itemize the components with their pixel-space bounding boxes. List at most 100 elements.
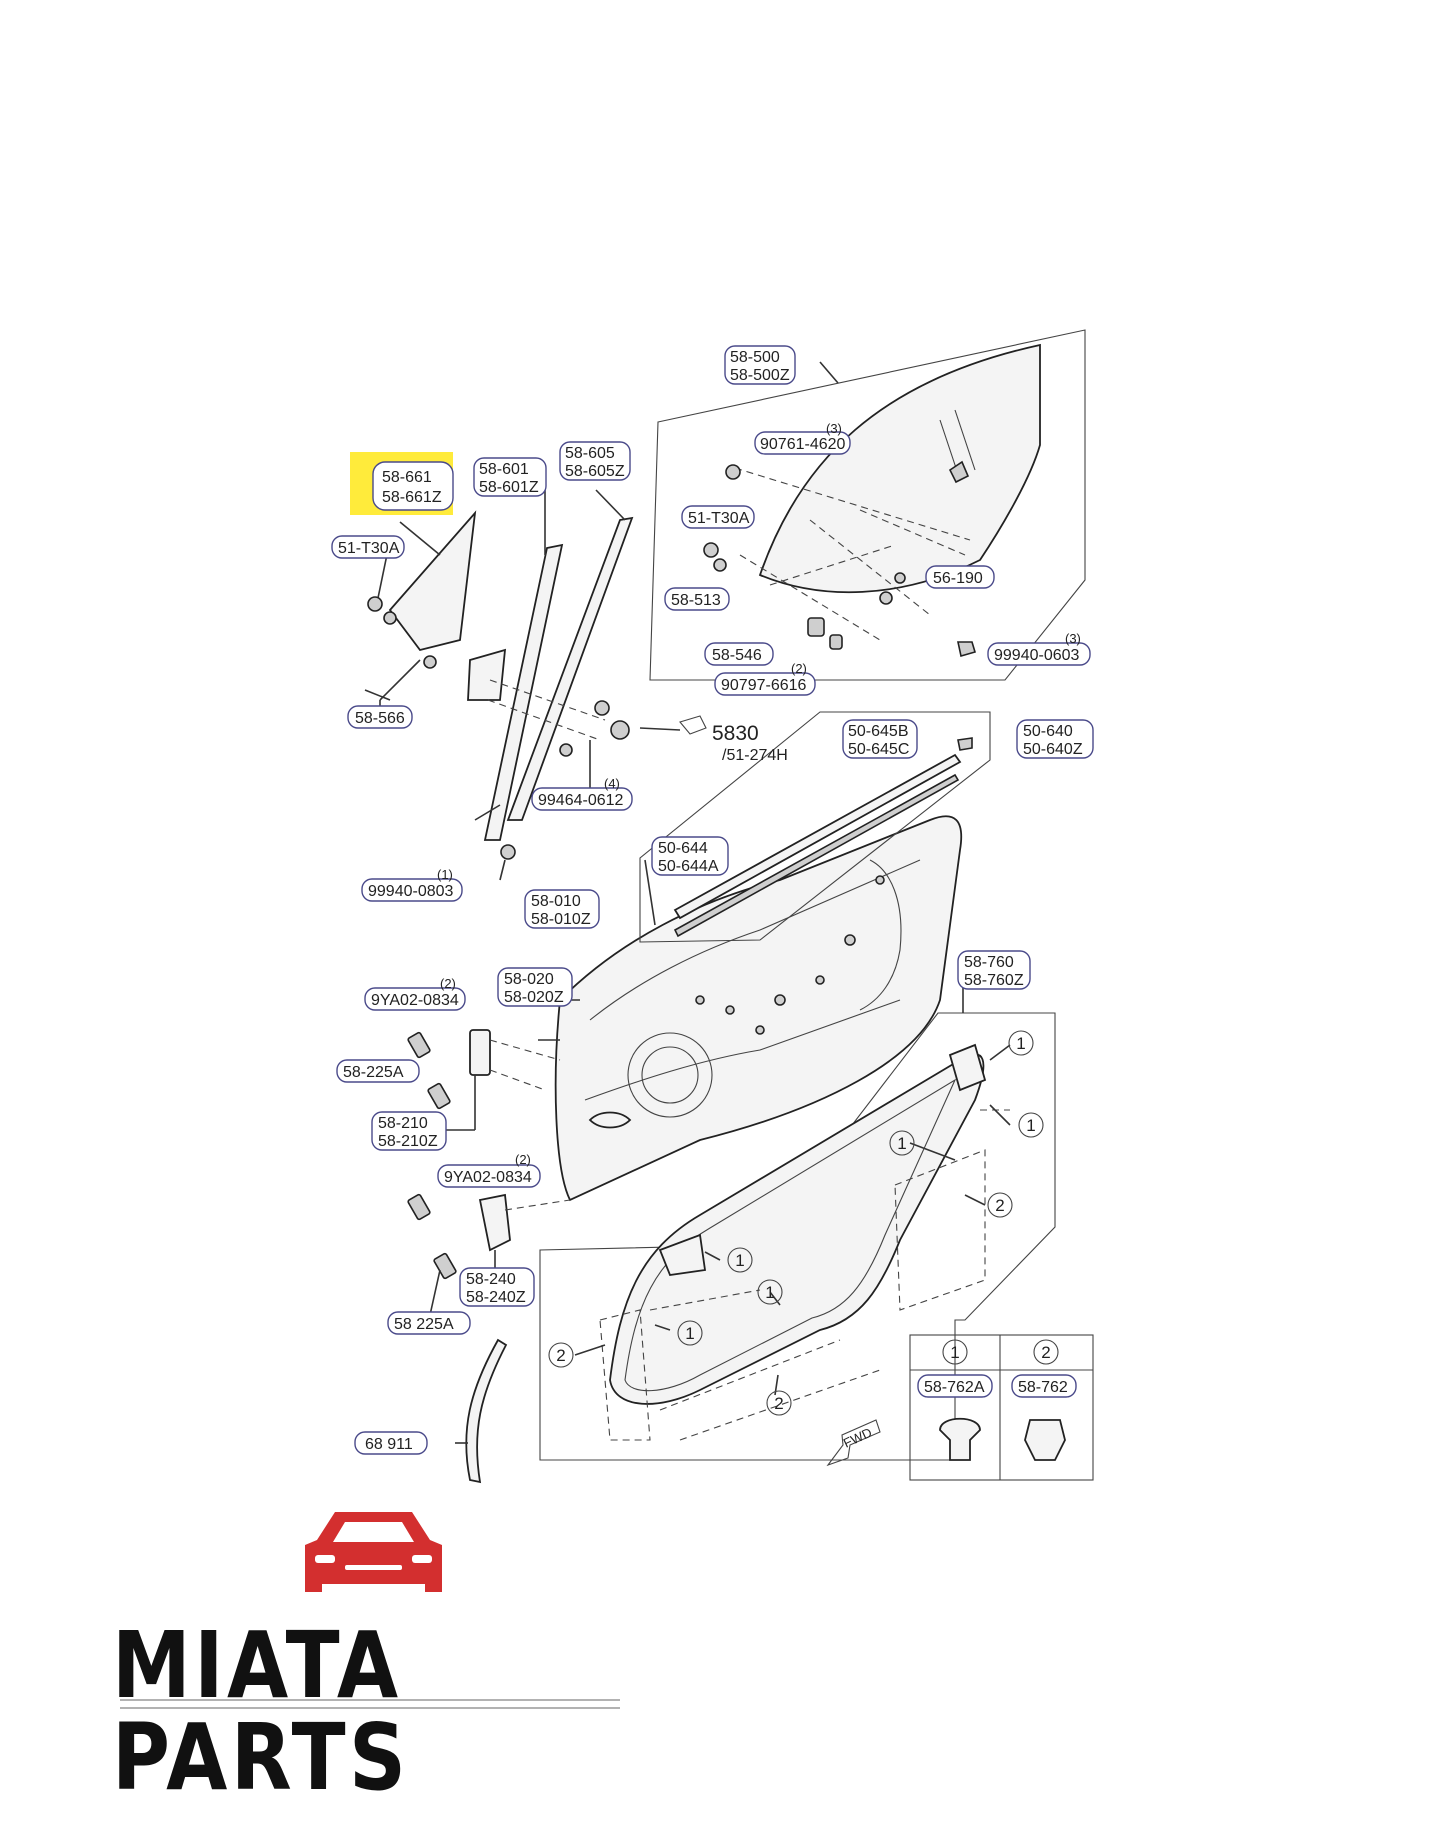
callout-58-500: 58-500 58-500Z xyxy=(724,345,796,385)
callout-56-190: 56-190 xyxy=(925,565,995,589)
guide-rail-group xyxy=(364,480,707,881)
callout-58-762: 58-762 xyxy=(1011,1374,1077,1398)
svg-text:58-566: 58-566 xyxy=(355,710,405,727)
car-logo-icon xyxy=(305,1512,442,1592)
circle-1: 1 xyxy=(727,1247,753,1273)
callout-58-601: 58-601 58-601Z xyxy=(473,457,547,497)
callout-58-225A-lower: 58 225A xyxy=(387,1311,471,1335)
svg-text:58-760Z: 58-760Z xyxy=(964,972,1024,989)
callout-58-661: 58-661 58-661Z xyxy=(372,461,454,511)
svg-text:58-500Z: 58-500Z xyxy=(730,367,790,384)
callout-50-640: 50-640 50-640Z xyxy=(1016,719,1094,759)
svg-text:99464-0612: 99464-0612 xyxy=(538,792,624,809)
svg-text:(2): (2) xyxy=(440,976,456,991)
svg-text:50-645B: 50-645B xyxy=(848,723,909,740)
callout-99940-0603: 99940-0603 (3) xyxy=(987,631,1091,666)
svg-text:(4): (4) xyxy=(604,776,620,791)
svg-text:58-546: 58-546 xyxy=(712,647,762,664)
svg-text:58-605Z: 58-605Z xyxy=(565,463,625,480)
svg-text:58-225A: 58-225A xyxy=(343,1064,404,1081)
svg-text:(3): (3) xyxy=(1065,631,1081,646)
hinge-group xyxy=(407,1029,571,1316)
quarter-glass-group xyxy=(367,510,477,710)
logo-underline xyxy=(120,1699,620,1709)
clip-legend xyxy=(909,1334,1094,1481)
svg-text:51-T30A: 51-T30A xyxy=(338,540,400,557)
svg-text:58 225A: 58 225A xyxy=(394,1316,454,1333)
svg-text:1: 1 xyxy=(765,1283,774,1302)
callout-51-T30A-left: 51-T30A xyxy=(331,535,405,559)
svg-text:(2): (2) xyxy=(515,1152,531,1167)
svg-text:50-644A: 50-644A xyxy=(658,858,719,875)
svg-text:58-020: 58-020 xyxy=(504,971,554,988)
callout-58-210: 58-210 58-210Z xyxy=(371,1111,447,1151)
svg-text:58-500: 58-500 xyxy=(730,349,780,366)
svg-text:(1): (1) xyxy=(437,867,453,882)
svg-text:58-010: 58-010 xyxy=(531,893,581,910)
callout-50-645B: 50-645B 50-645C xyxy=(842,719,918,759)
circle-2: 2 xyxy=(1033,1339,1059,1365)
callout-68-911: 68 911 xyxy=(354,1431,428,1455)
circle-1: 1 xyxy=(942,1339,968,1365)
callout-9YA02-0834-lower: 9YA02-0834 (2) xyxy=(437,1152,541,1188)
callout-58-760: 58-760 58-760Z xyxy=(957,950,1031,990)
callout-50-644: 50-644 50-644A xyxy=(651,836,729,876)
svg-text:99940-0803: 99940-0803 xyxy=(368,883,454,900)
svg-text:50-644: 50-644 xyxy=(658,840,708,857)
svg-text:51-T30A: 51-T30A xyxy=(688,510,750,527)
svg-text:99940-0603: 99940-0603 xyxy=(994,647,1080,664)
svg-text:1: 1 xyxy=(1016,1034,1025,1053)
callout-58-020: 58-020 58-020Z xyxy=(497,967,573,1007)
svg-text:58-240Z: 58-240Z xyxy=(466,1289,526,1306)
callout-99464-0612: 99464-0612 (4) xyxy=(531,776,633,811)
svg-text:58-762: 58-762 xyxy=(1018,1379,1068,1396)
svg-text:2: 2 xyxy=(556,1346,565,1365)
ref-circles: 1 1 1 2 1 1 1 2 2 1 2 xyxy=(548,1030,1059,1416)
svg-text:58-605: 58-605 xyxy=(565,445,615,462)
circle-1: 1 xyxy=(757,1279,783,1305)
svg-text:2: 2 xyxy=(1041,1343,1050,1362)
svg-text:1: 1 xyxy=(897,1134,906,1153)
callout-58-513: 58-513 xyxy=(664,587,730,611)
svg-text:58-210Z: 58-210Z xyxy=(378,1133,438,1150)
callout-58-762A: 58-762A xyxy=(917,1374,993,1398)
svg-text:50-640: 50-640 xyxy=(1023,723,1073,740)
svg-text:58-513: 58-513 xyxy=(671,592,721,609)
svg-text:1: 1 xyxy=(1026,1116,1035,1135)
brand-name: MIATA PARTS xyxy=(112,1612,410,1811)
circle-2: 2 xyxy=(987,1192,1013,1218)
svg-text:58-210: 58-210 xyxy=(378,1115,428,1132)
svg-text:58-601Z: 58-601Z xyxy=(479,479,539,496)
svg-text:1: 1 xyxy=(950,1343,959,1362)
svg-text:58-020Z: 58-020Z xyxy=(504,989,564,1006)
svg-text:5830: 5830 xyxy=(712,722,759,745)
callout-90761-4620: 90761-4620 (3) xyxy=(754,421,851,455)
callout-9YA02-0834-upper: 9YA02-0834 (2) xyxy=(364,976,466,1011)
circle-1: 1 xyxy=(889,1130,915,1156)
svg-text:9YA02-0834: 9YA02-0834 xyxy=(371,992,459,1009)
svg-text:56-190: 56-190 xyxy=(933,570,983,587)
circle-2: 2 xyxy=(548,1342,574,1368)
svg-text:2: 2 xyxy=(995,1196,1004,1215)
svg-text:(3): (3) xyxy=(826,421,842,436)
circle-1: 1 xyxy=(1018,1112,1044,1138)
svg-text:50-645C: 50-645C xyxy=(848,741,909,758)
svg-text:90797-6616: 90797-6616 xyxy=(721,677,807,694)
fwd-label: FWD xyxy=(841,1425,874,1451)
svg-text:/51-274H: /51-274H xyxy=(722,747,788,764)
svg-text:90761-4620: 90761-4620 xyxy=(760,436,846,453)
svg-text:58-760: 58-760 xyxy=(964,954,1014,971)
svg-text:1: 1 xyxy=(685,1324,694,1343)
trim-strip xyxy=(465,1338,508,1484)
svg-text:50-640Z: 50-640Z xyxy=(1023,741,1083,758)
svg-text:58-762A: 58-762A xyxy=(924,1379,985,1396)
circle-1: 1 xyxy=(677,1320,703,1346)
callout-58-010: 58-010 58-010Z xyxy=(524,889,600,929)
callout-51-T30A-right: 51-T30A xyxy=(681,505,755,529)
circle-2: 2 xyxy=(766,1390,792,1416)
callout-5830: 5830 /51-274H xyxy=(712,722,788,764)
svg-text:68 911: 68 911 xyxy=(365,1436,413,1453)
svg-text:58-240: 58-240 xyxy=(466,1271,516,1288)
circle-1: 1 xyxy=(1008,1030,1034,1056)
